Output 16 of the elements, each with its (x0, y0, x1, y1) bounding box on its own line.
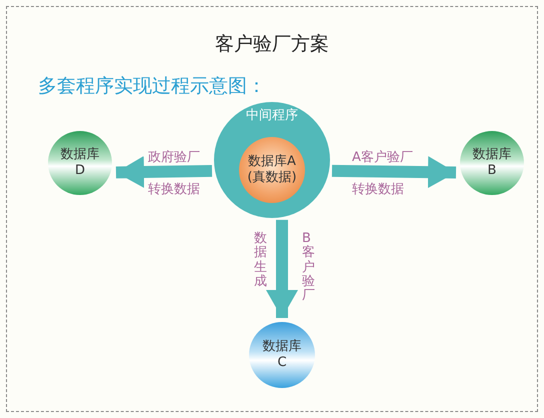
circle-label: 数据库 B (472, 146, 512, 180)
arrow (332, 156, 456, 188)
circle-heading: 中间程序 (246, 108, 298, 124)
edge-label: A客户验厂 (352, 149, 413, 167)
circle-label: 数据库 C (262, 338, 302, 372)
edge-label: 政府验厂 (148, 149, 200, 167)
title: 客户验厂方案 (215, 32, 329, 57)
circle-label: 数据库 D (60, 146, 100, 180)
subtitle: 多套程序实现过程示意图： (38, 74, 266, 99)
edge-label: B客户验厂 (302, 232, 315, 304)
arrow-caption: 转换数据 (352, 181, 404, 199)
arrow-caption: 转换数据 (148, 181, 200, 199)
arrow (266, 220, 298, 318)
circle-label: 数据库A (真数据) (246, 154, 298, 186)
arrow-caption: 数据生成 (254, 232, 267, 290)
arrow (116, 156, 212, 188)
